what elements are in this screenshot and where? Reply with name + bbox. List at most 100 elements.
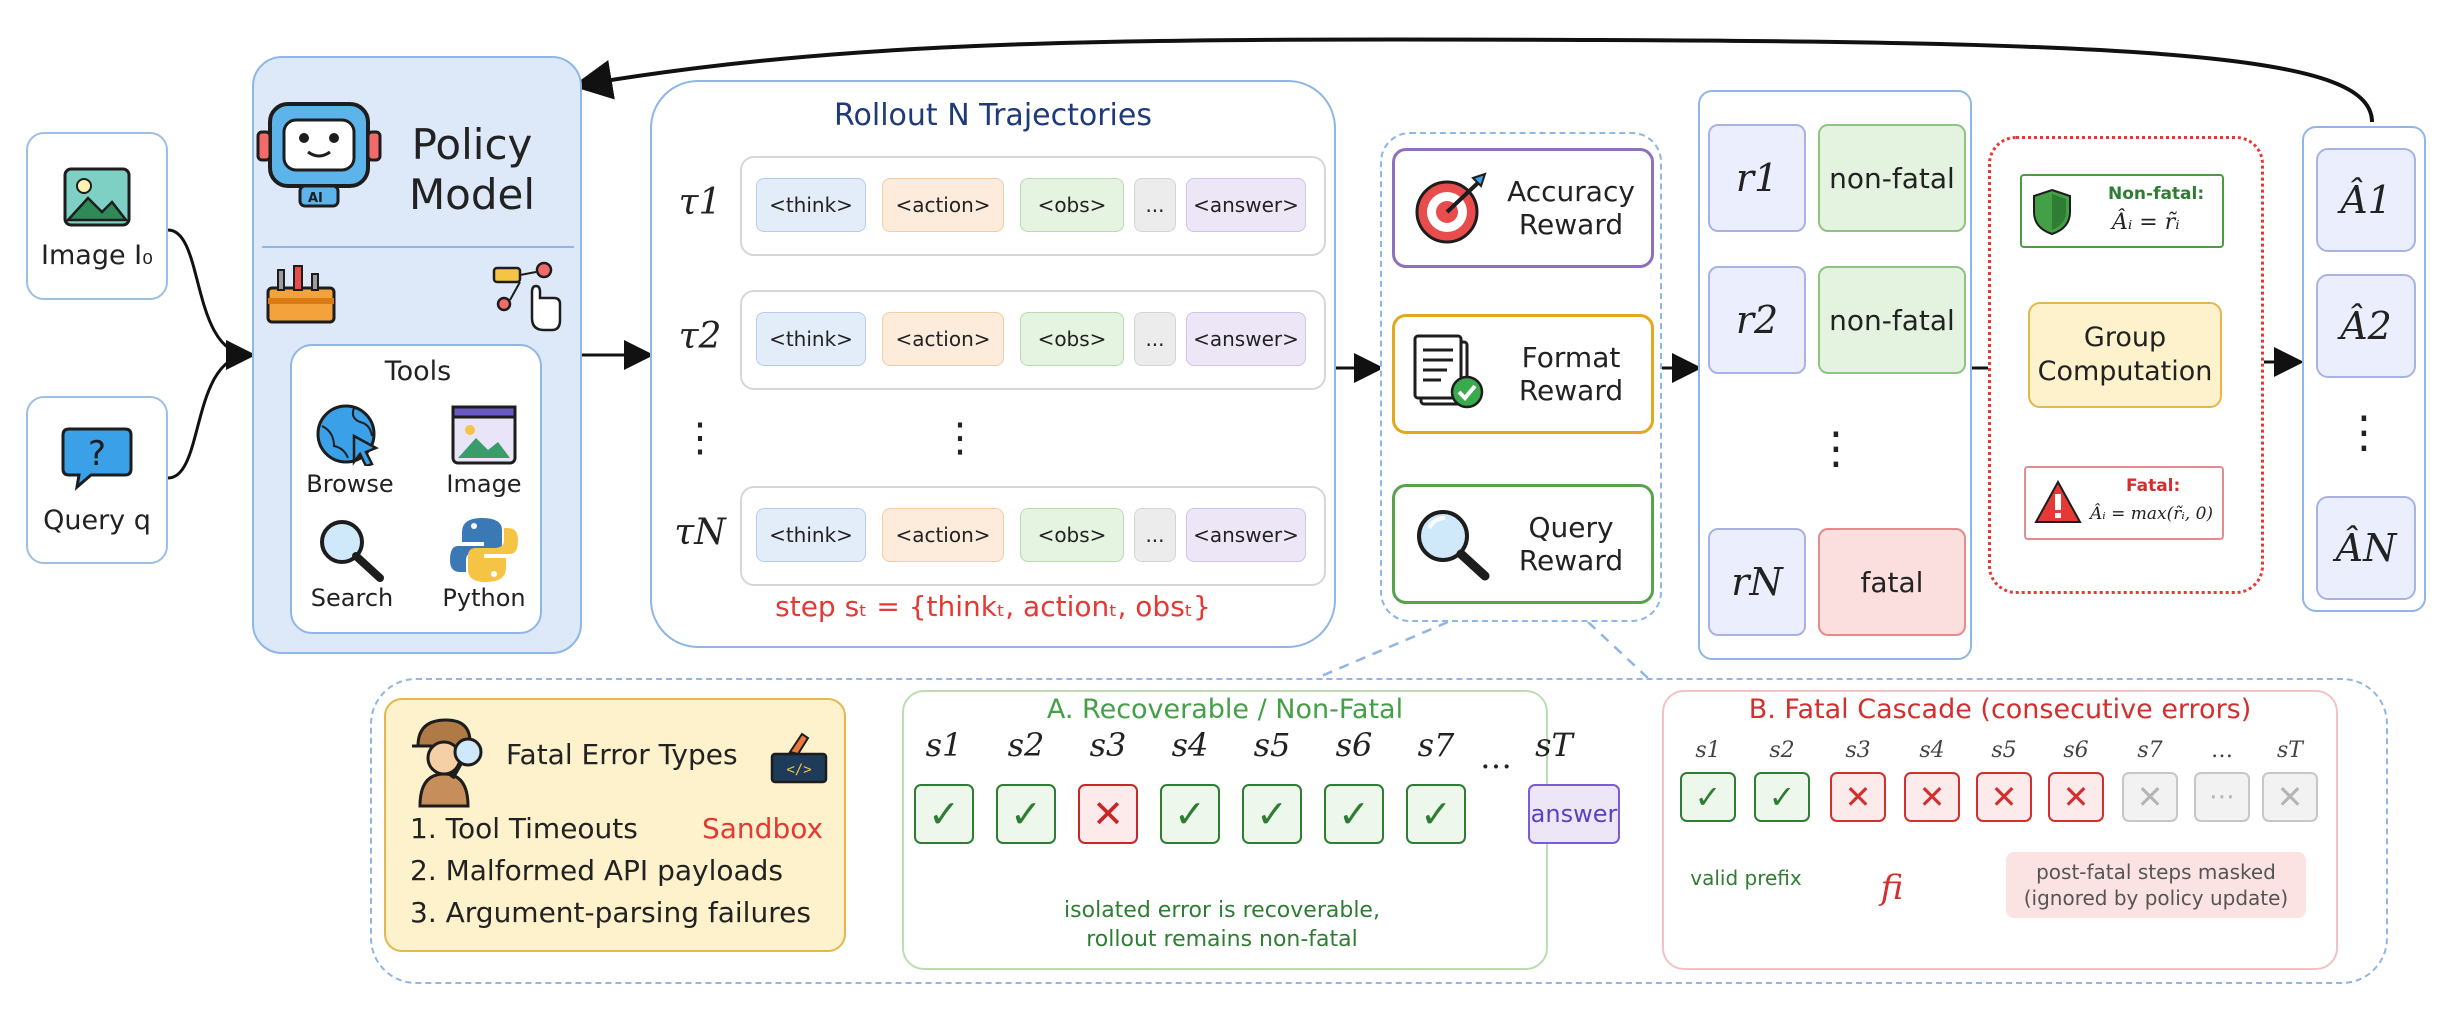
- svg-text:AI: AI: [308, 191, 323, 206]
- think-tag: <think>: [756, 508, 866, 562]
- tools-panel: Tools Browse Image Search Python: [290, 344, 542, 634]
- rec-step-s2: s2: [1007, 726, 1045, 764]
- rec-answer-box: answer: [1528, 784, 1620, 844]
- tau-1-label: τ1: [678, 181, 722, 223]
- rec-step-s3: s3: [1089, 726, 1127, 764]
- fatal-step-s6: s6: [2063, 738, 2089, 763]
- query-input-box: ? Query q: [26, 396, 168, 564]
- think-tag: <think>: [756, 312, 866, 366]
- fatal-step-s5: s5: [1991, 738, 2017, 763]
- outcome-dots: ⋮: [1814, 422, 1858, 474]
- sandbox-label: Sandbox: [702, 812, 824, 845]
- tool-python-label: Python: [442, 584, 526, 612]
- image-tool-icon[interactable]: [450, 404, 518, 466]
- magnifier-icon: [1417, 510, 1490, 581]
- step-definition: step sₜ = {thinkₜ, actionₜ, obsₜ}: [775, 590, 1211, 623]
- tool-image-label: Image: [446, 470, 522, 498]
- fatal-cross-3: ✕: [1830, 772, 1886, 822]
- status-nonfatal-1: non-fatal: [1818, 124, 1966, 232]
- python-icon[interactable]: [448, 514, 520, 586]
- rec-step-s5: s5: [1253, 726, 1291, 764]
- tools-title: Tools: [384, 356, 452, 387]
- fatal-step-s2: s2: [1769, 738, 1795, 763]
- fatal-step-s7: s7: [2137, 738, 2163, 763]
- trajectory-row-2: <think> <action> <obs> ... <answer>: [740, 290, 1326, 390]
- recoverable-title: A. Recoverable / Non-Fatal: [1046, 694, 1404, 725]
- action-tag: <action>: [882, 508, 1004, 562]
- error-item-2: 2. Malformed API payloads: [410, 854, 784, 887]
- advantage-a1: Â1: [2316, 148, 2416, 252]
- ellipsis-tag: ...: [1134, 312, 1176, 366]
- warning-icon: [2034, 480, 2082, 523]
- answer-tag: <answer>: [1186, 508, 1306, 562]
- trajectory-row-n: <think> <action> <obs> ... <answer>: [740, 486, 1326, 586]
- svg-text:?: ?: [88, 434, 106, 474]
- fatal-cross-4: ✕: [1904, 772, 1960, 822]
- fatal-rule-title: Fatal:: [2126, 476, 2181, 496]
- hand-pointer-icon: [492, 261, 562, 332]
- valid-prefix-label: valid prefix: [1690, 866, 1802, 890]
- fatal-masked-t: ✕: [2262, 772, 2318, 822]
- document-check-icon: [1413, 334, 1484, 409]
- reward-rn: rN: [1708, 528, 1806, 636]
- rec-step-s7: s7: [1417, 726, 1455, 764]
- rec-check-7: ✓: [1406, 784, 1466, 844]
- format-reward-label: Format Reward: [1518, 341, 1624, 407]
- tool-browse-label: Browse: [306, 470, 394, 498]
- ellipsis-tag: ...: [1134, 508, 1176, 562]
- reward-r1: r1: [1708, 124, 1806, 232]
- advantage-dots: ⋮: [2342, 406, 2386, 458]
- fatal-index-label: fi: [1880, 868, 1904, 908]
- ellipsis-tag: ...: [1134, 178, 1176, 232]
- format-reward-box: Format Reward: [1392, 314, 1654, 434]
- magnifier-search-icon[interactable]: [316, 516, 386, 584]
- advantage-an: ÂN: [2316, 496, 2416, 600]
- accuracy-reward-label: Accuracy Reward: [1507, 175, 1635, 241]
- rec-check-6: ✓: [1324, 784, 1384, 844]
- rec-step-s1: s1: [925, 726, 963, 764]
- accuracy-reward-box: Accuracy Reward: [1392, 148, 1654, 268]
- recoverable-note: isolated error is recoverable, rollout r…: [1064, 898, 1380, 952]
- fatal-rule-formula: Âᵢ = max(r̃ᵢ, 0): [2090, 504, 2214, 524]
- nonfatal-rule-box: Non-fatal: Âᵢ = r̃ᵢ: [2020, 174, 2224, 248]
- obs-tag: <obs>: [1020, 178, 1124, 232]
- error-item-1: 1. Tool Timeouts: [410, 812, 638, 845]
- rec-check-5: ✓: [1242, 784, 1302, 844]
- globe-browse-icon[interactable]: [314, 402, 382, 466]
- rec-check-2: ✓: [996, 784, 1056, 844]
- query-reward-label: Query Reward: [1518, 511, 1624, 577]
- detective-icon: [412, 718, 483, 808]
- image-input-label: Image I₀: [41, 239, 153, 271]
- obs-tag: <obs>: [1020, 312, 1124, 366]
- tau-dots: ⋮: [680, 415, 720, 461]
- fatal-masked-dots: ⋯: [2194, 772, 2250, 822]
- status-nonfatal-2: non-fatal: [1818, 266, 1966, 374]
- rec-step-s4: s4: [1171, 726, 1209, 764]
- masked-note: post-fatal steps masked (ignored by poli…: [2006, 852, 2306, 918]
- rec-step-s6: s6: [1335, 726, 1373, 764]
- fatal-check-2: ✓: [1754, 772, 1810, 822]
- tau-2-label: τ2: [678, 315, 722, 357]
- fatal-cross-6: ✕: [2048, 772, 2104, 822]
- action-tag: <action>: [882, 178, 1004, 232]
- landscape-icon: [63, 167, 131, 226]
- policy-title-line2: Model: [408, 170, 536, 219]
- error-item-3: 3. Argument-parsing failures: [410, 896, 811, 929]
- group-computation-box: Group Computation: [2028, 302, 2222, 408]
- fatal-step-ellipsis: …: [2211, 738, 2233, 763]
- tool-search-label: Search: [310, 584, 394, 612]
- rollout-middle-dots: ⋮: [940, 415, 980, 461]
- fatal-check-1: ✓: [1680, 772, 1736, 822]
- rollout-title: Rollout N Trajectories: [834, 98, 1152, 133]
- rec-step-ellipsis: …: [1480, 738, 1512, 776]
- fatal-error-types-box: Fatal Error Types </> 1. Tool Timeouts S…: [384, 698, 846, 952]
- fatal-cross-5: ✕: [1976, 772, 2032, 822]
- nonfatal-rule-title: Non-fatal:: [2108, 184, 2205, 204]
- fatal-error-types-title: Fatal Error Types: [506, 738, 738, 771]
- answer-tag: <answer>: [1186, 178, 1306, 232]
- toolbox-icon: [266, 265, 336, 324]
- fatal-cascade-panel: [1662, 690, 2338, 970]
- fatal-cascade-title: B. Fatal Cascade (consecutive errors): [1748, 694, 2252, 725]
- fatal-step-s3: s3: [1845, 738, 1871, 763]
- trajectory-row-1: <think> <action> <obs> ... <answer>: [740, 156, 1326, 256]
